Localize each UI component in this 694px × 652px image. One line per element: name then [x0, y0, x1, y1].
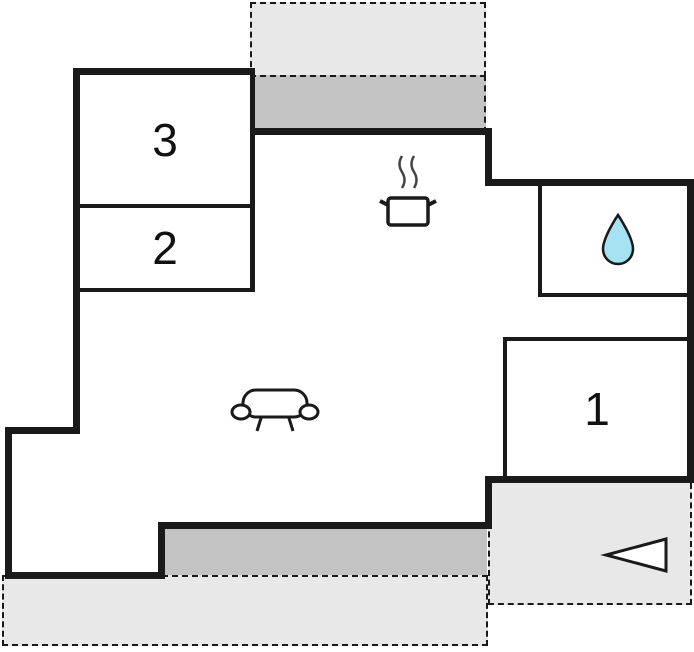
wall-segment: [538, 293, 694, 297]
wall-segment: [503, 337, 507, 483]
wall-segment: [485, 179, 694, 186]
wall-segment: [5, 427, 80, 434]
terrace-top: [250, 2, 486, 77]
wall-segment: [5, 572, 165, 579]
terrace-bottom-left: [2, 575, 488, 646]
room-1-number: 1: [584, 382, 610, 435]
steam-icon: [410, 155, 418, 189]
room-label-1: 1: [507, 341, 687, 476]
covered-terrace-top: [250, 75, 486, 133]
wall-segment: [73, 68, 80, 434]
wall-segment: [75, 204, 253, 208]
room-2-number: 2: [152, 222, 178, 274]
wall-segment: [158, 522, 165, 579]
wall-segment: [485, 476, 492, 529]
steam-icon: [398, 155, 406, 189]
water-drop-icon: [601, 212, 635, 266]
wall-segment: [5, 427, 12, 579]
room-label-3: 3: [80, 75, 250, 204]
wall-segment: [538, 183, 542, 297]
wall-segment: [250, 68, 255, 292]
wall-segment: [158, 522, 492, 529]
entrance-arrow-icon: [600, 537, 668, 573]
covered-terrace-bottom: [165, 529, 487, 575]
sofa-icon: [230, 388, 320, 432]
wall-segment: [250, 128, 492, 135]
wall-segment: [503, 337, 694, 341]
wall-segment: [687, 179, 694, 483]
cooking-pot-icon: [379, 155, 437, 227]
wall-segment: [485, 128, 492, 186]
wall-segment: [75, 288, 253, 292]
room-label-2: 2: [80, 208, 250, 288]
wall-segment: [485, 476, 694, 483]
room-3-number: 3: [152, 113, 178, 166]
wall-segment: [73, 68, 255, 75]
